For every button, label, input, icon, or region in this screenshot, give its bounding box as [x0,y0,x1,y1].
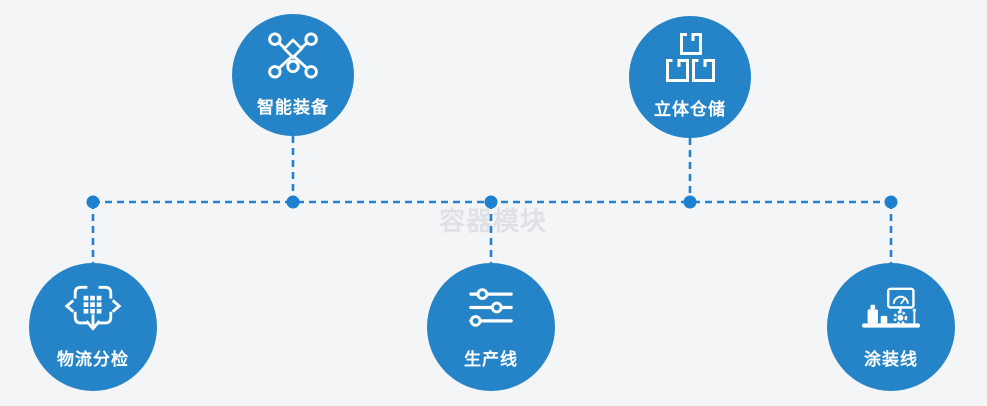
node-coating-line: 涂装线 [827,263,955,391]
node-label: 立体仓储 [654,100,726,119]
node-label: 涂装线 [864,350,918,369]
node-smart-equipment: 智能装备 [232,14,354,136]
node-label: 物流分检 [57,350,129,369]
junction-dot [884,195,898,209]
junction-dot [86,195,100,209]
watermark-text: 容器模块 [438,206,548,236]
coating-machine-icon [861,278,921,336]
node-stereo-warehouse: 立体仓储 [629,16,751,138]
node-label: 生产线 [464,350,518,369]
stacked-boxes-icon [664,28,716,86]
junction-dot [683,195,697,209]
dispatch-arrows-icon [63,278,123,336]
sliders-icon [468,278,514,336]
node-logistics-sorting: 物流分检 [29,263,157,391]
node-production-line: 生产线 [427,263,555,391]
node-label: 智能装备 [257,98,329,117]
junction-dot [484,195,498,209]
network-nodes-icon [264,26,322,84]
junction-dot [286,195,300,209]
